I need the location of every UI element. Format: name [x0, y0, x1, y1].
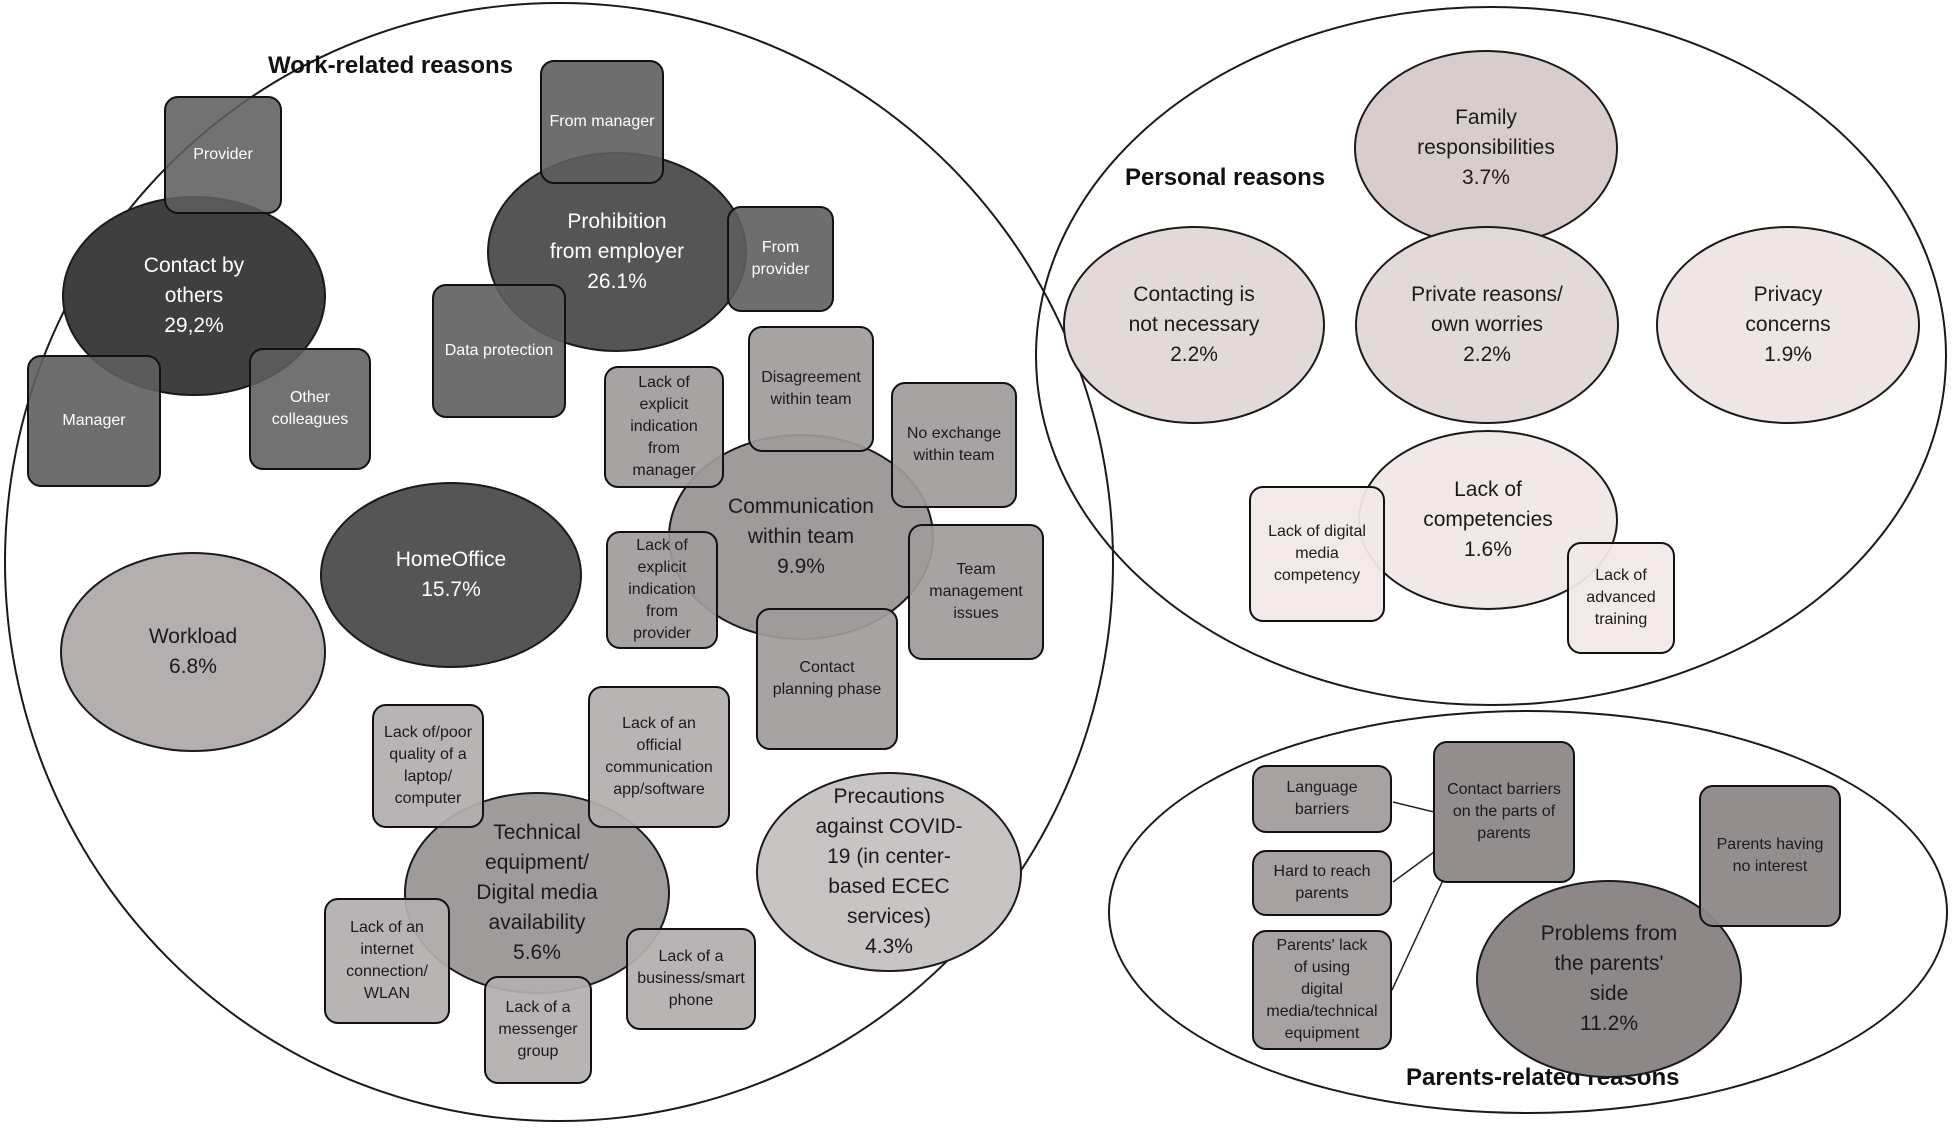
lack-indication-provider-label: Lack of explicit indication from provide…	[628, 537, 696, 642]
connector-digital-lack	[1391, 877, 1445, 991]
team-management-box	[908, 524, 1044, 660]
connector-hard-to-reach	[1392, 851, 1435, 883]
other-colleagues-label: Other colleagues	[271, 389, 349, 428]
hard-to-reach-box	[1252, 850, 1392, 916]
other-colleagues-box	[249, 348, 371, 470]
workload-label: Workload 6.8%	[148, 625, 238, 678]
personal-group-frame	[1035, 6, 1947, 706]
internet-box	[324, 898, 450, 1024]
private-ellipse	[1355, 226, 1619, 424]
contact-barriers-label: Contact barriers on the parts of parents	[1447, 781, 1561, 842]
official-app-box	[588, 686, 730, 828]
digital-competency-label: Lack of digital media competency	[1268, 523, 1366, 584]
competencies-label: Lack of competencies 1.6%	[1423, 478, 1553, 561]
data-protection-label: Data protection	[444, 342, 554, 359]
lack-indication-manager-box	[604, 366, 724, 488]
privacy-ellipse	[1656, 226, 1920, 424]
personal-heading: Personal reasons	[1125, 164, 1326, 191]
privacy-label: Privacy concerns 1.9%	[1745, 283, 1831, 366]
family-label: Family responsibilities 3.7%	[1417, 106, 1555, 189]
provider-box	[164, 96, 282, 214]
provider-label: Provider	[193, 146, 253, 163]
team-management-label: Team management issues	[929, 561, 1023, 622]
no-interest-box	[1699, 785, 1841, 927]
from-provider-label: From provider	[751, 239, 810, 278]
disagreement-label: Disagreement within team	[761, 369, 861, 408]
disagreement-box	[748, 326, 874, 452]
no-exchange-label: No exchange within team	[906, 425, 1002, 464]
workload-ellipse	[60, 552, 326, 752]
covid-label: Precautions against COVID- 19 (in center…	[815, 785, 963, 958]
lack-indication-provider-box	[606, 531, 718, 649]
lack-indication-manager-label: Lack of explicit indication from manager	[630, 374, 698, 479]
digital-lack-box	[1252, 930, 1392, 1050]
prohibition-label: Prohibition from employer 26.1%	[549, 210, 685, 293]
contact-barriers-box	[1433, 741, 1575, 883]
work-related-group-frame	[4, 2, 1114, 1122]
no-exchange-box	[891, 382, 1017, 508]
language-barriers-label: Language barriers	[1286, 779, 1358, 818]
not-necessary-ellipse	[1063, 226, 1325, 424]
messenger-label: Lack of a messenger group	[498, 999, 578, 1060]
technical-label: Technical equipment/ Digital media avail…	[476, 821, 598, 964]
data-protection-box	[432, 284, 566, 418]
language-barriers-box	[1252, 765, 1392, 833]
from-manager-box	[540, 60, 664, 184]
laptop-label: Lack of/poor quality of a laptop/ comput…	[383, 724, 473, 807]
covid-ellipse	[756, 772, 1022, 972]
laptop-box	[372, 704, 484, 828]
homeoffice-ellipse	[320, 482, 582, 668]
problems-label: Problems from the parents' side 11.2%	[1540, 922, 1678, 1035]
official-app-label: Lack of an official communication app/so…	[605, 715, 713, 798]
contact-planning-label: Contact planning phase	[772, 659, 882, 698]
messenger-box	[484, 976, 592, 1084]
from-manager-label: From manager	[549, 113, 655, 130]
smartphone-label: Lack of a business/smart phone	[637, 948, 745, 1009]
not-necessary-label: Contacting is not necessary 2.2%	[1128, 283, 1260, 366]
advanced-training-box	[1567, 542, 1675, 654]
contact-by-others-label: Contact by others 29,2%	[143, 254, 245, 337]
digital-lack-label: Parents' lack of using digital media/tec…	[1266, 937, 1378, 1042]
hard-to-reach-label: Hard to reach parents	[1273, 863, 1371, 902]
advanced-training-label: Lack of advanced training	[1586, 567, 1656, 628]
communication-label: Communication within team 9.9%	[728, 495, 874, 578]
work-related-heading: Work-related reasons	[268, 52, 513, 79]
private-label: Private reasons/ own worries 2.2%	[1411, 283, 1563, 366]
connector-language	[1392, 801, 1435, 813]
contact-planning-box	[756, 608, 898, 750]
manager-label: Manager	[62, 412, 126, 429]
digital-competency-box	[1249, 486, 1385, 622]
manager-box	[27, 355, 161, 487]
from-provider-box	[727, 206, 834, 312]
no-interest-label: Parents having no interest	[1716, 836, 1824, 875]
problems-ellipse	[1476, 880, 1742, 1078]
smartphone-box	[626, 928, 756, 1030]
parents-group-frame	[1108, 710, 1948, 1114]
homeoffice-label: HomeOffice 15.7%	[395, 548, 507, 601]
internet-label: Lack of an internet connection/ WLAN	[346, 919, 428, 1002]
